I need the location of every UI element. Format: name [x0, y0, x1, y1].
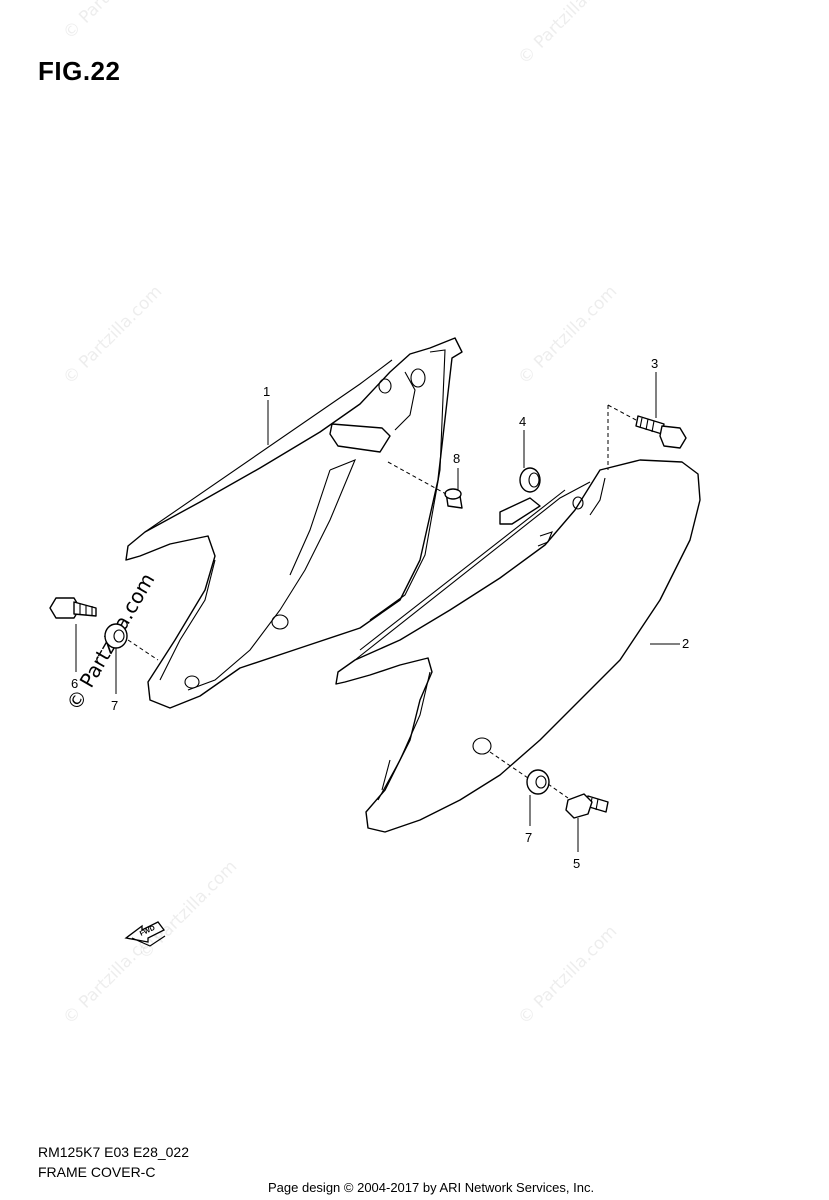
watermark: © Partzilla.com — [59, 282, 166, 389]
watermark: © Partzilla.com — [514, 282, 621, 389]
callout-1: 1 — [263, 384, 270, 399]
part-4-grommet — [519, 467, 541, 493]
watermark: © Partzilla.com — [514, 0, 621, 69]
part-2-right-frame-cover — [335, 459, 701, 833]
callout-8: 8 — [453, 451, 460, 466]
callout-2: 2 — [682, 636, 689, 651]
part-7-grommet-left — [104, 623, 128, 649]
part-1-left-frame-cover — [125, 337, 463, 709]
callout-7-left: 7 — [111, 698, 118, 713]
callout-numbers: 1 2 3 4 5 6 7 7 8 — [71, 356, 689, 871]
section-name: FRAME COVER-C — [38, 1164, 156, 1180]
part-3-bolt — [635, 415, 687, 449]
callout-4: 4 — [519, 414, 526, 429]
callout-6: 6 — [71, 676, 78, 691]
watermark: © Partzilla.com — [59, 0, 166, 44]
figure-title: FIG.22 — [38, 56, 121, 86]
model-code: RM125K7 E03 E28_022 — [38, 1144, 189, 1160]
callout-7-right: 7 — [525, 830, 532, 845]
callout-3: 3 — [651, 356, 658, 371]
leader-lines — [75, 372, 680, 852]
watermark: © Partzilla.com — [514, 922, 621, 1029]
callout-5: 5 — [573, 856, 580, 871]
part-6-bolt — [49, 597, 97, 619]
part-8-collar — [444, 488, 463, 509]
part-5-bolt — [565, 793, 609, 819]
watermark: © Partzilla.com — [134, 857, 241, 964]
part-7-grommet-right — [526, 769, 550, 795]
page-credit: Page design © 2004-2017 by ARI Network S… — [268, 1180, 595, 1195]
